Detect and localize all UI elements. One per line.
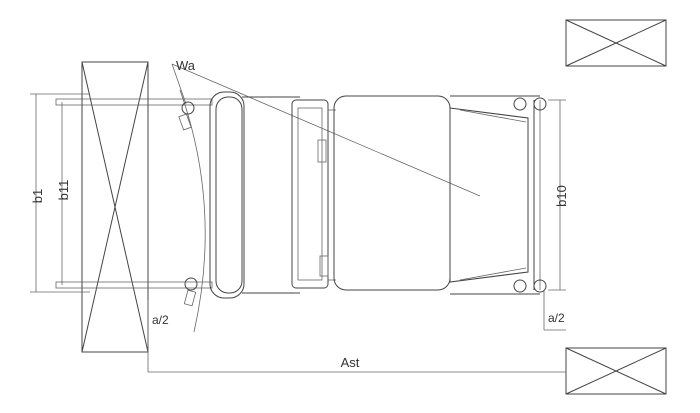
label-a2-right: a/2 bbox=[548, 311, 565, 325]
platform bbox=[333, 95, 451, 291]
wheel-rear-top bbox=[513, 97, 547, 111]
pallet-bottom-right bbox=[565, 347, 667, 395]
truck-body bbox=[209, 91, 541, 299]
dimension-b11: b11 bbox=[56, 102, 71, 285]
wheel-front-bottom bbox=[183, 277, 198, 307]
turning-arc bbox=[179, 89, 206, 333]
dimension-ast: Ast bbox=[148, 355, 566, 373]
label-b1: b1 bbox=[30, 189, 45, 203]
pallet-left bbox=[81, 61, 149, 353]
dimension-wa: Wa bbox=[171, 58, 481, 197]
dimension-b1: b1 bbox=[30, 93, 90, 293]
dimension-a2-right: a/2 bbox=[543, 290, 566, 331]
ramp bbox=[449, 107, 529, 283]
label-ast: Ast bbox=[341, 355, 360, 370]
fork-tines bbox=[55, 98, 213, 289]
label-a2-left: a/2 bbox=[152, 313, 169, 327]
wheel-front-top bbox=[178, 101, 195, 131]
pallet-top-right bbox=[565, 19, 667, 67]
label-b11: b11 bbox=[56, 180, 71, 201]
dimension-b10: b10 bbox=[548, 99, 569, 291]
label-b10: b10 bbox=[554, 185, 569, 207]
label-wa: Wa bbox=[176, 58, 196, 73]
wheel-rear-bottom bbox=[513, 279, 547, 293]
dimension-a2-left: a/2 bbox=[147, 300, 169, 372]
